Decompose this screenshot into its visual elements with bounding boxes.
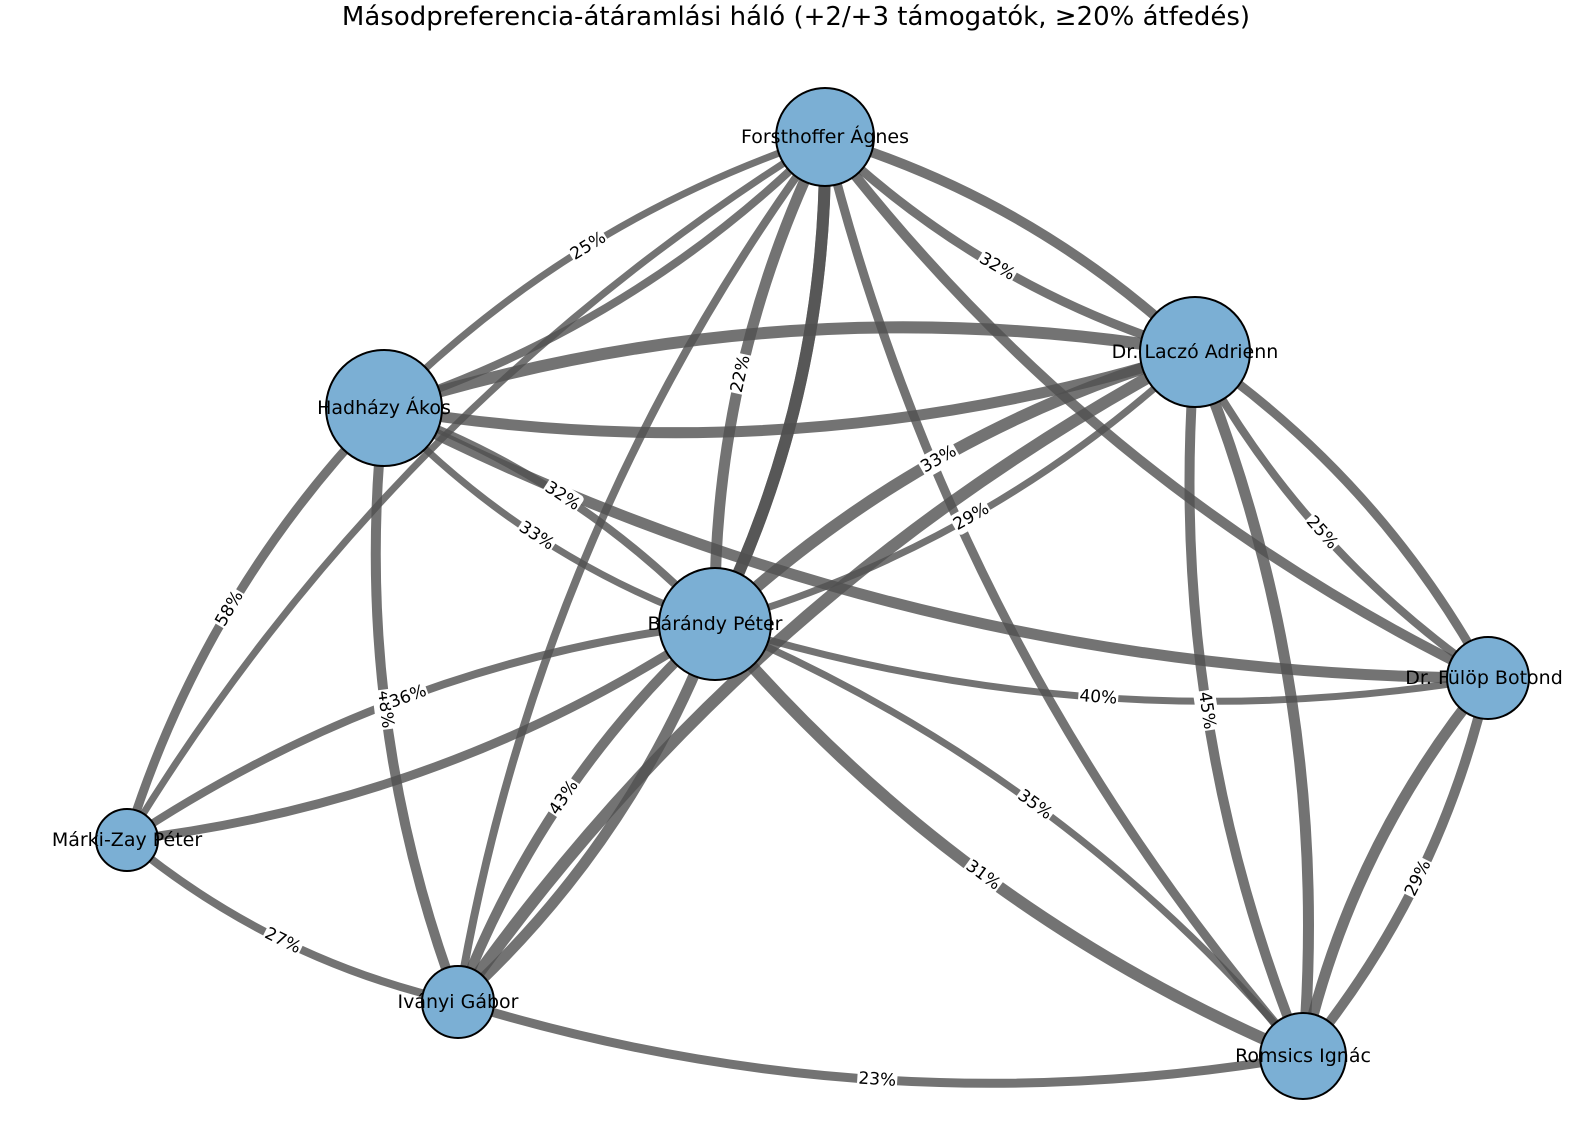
node-label-markizay: Márki-Zay Péter [52,829,203,851]
edge-forsthoffer-to-markizay [123,133,829,844]
edge-fulop-to-romsics [1297,672,1494,1062]
edge-barandy-to-hadhazy [380,404,719,628]
edge-label-laczo-to-romsics: 45% [1193,689,1221,732]
svg-text:22%: 22% [727,353,755,394]
node-fulop: Dr. Fülöp Botond [1405,636,1563,720]
edge-hadhazy-to-barandy [380,404,719,628]
edge-forsthoffer-to-romsics [820,132,1308,1061]
edge-laczo-to-fulop [1191,348,1492,682]
node-label-laczo: Dr. Laczó Adrienn [1112,341,1279,363]
node-ivanyi: Iványi Gábor [398,965,519,1039]
edge-label-markizay-to-ivanyi: 27% [261,923,305,959]
edge-forsthoffer-to-ivanyi [454,133,829,1006]
edge-ivanyi-to-barandy [452,618,721,1008]
node-label-fulop: Dr. Fülöp Botond [1405,667,1563,689]
edge-label-forsthoffer-to-barandy: 22% [726,352,756,396]
node-label-forsthoffer: Forsthoffer Ágnes [741,125,909,148]
edge-fulop-to-laczo [1190,347,1493,683]
svg-text:40%: 40% [1079,686,1118,709]
node-label-romsics: Romsics Ignác [1235,1045,1371,1067]
edge-forsthoffer-to-fulop [820,132,1493,683]
edge-label-ivanyi-to-romsics: 23% [856,1067,898,1092]
edge-hadhazy-to-fulop [378,402,1494,684]
diagram-title: Másodpreferencia-átáramlási háló (+2/+3 … [341,2,1251,32]
node-forsthoffer: Forsthoffer Ágnes [741,87,909,187]
edge-barandy-to-forsthoffer [709,131,832,630]
edge-laczo-to-ivanyi [452,346,1201,1008]
node-markizay: Márki-Zay Péter [52,808,203,872]
edge-markizay-to-barandy [122,619,720,845]
edge-layer [122,131,1494,1088]
edge-laczo-to-forsthoffer [820,132,1200,357]
node-label-hadhazy: Hadházy Ákos [317,396,451,419]
edge-label-barandy-to-markizay: 36% [386,680,430,713]
edge-label-barandy-to-fulop: 40% [1077,685,1119,710]
node-label-barandy: Bárándy Péter [648,613,783,635]
svg-text:23%: 23% [858,1069,897,1091]
node-romsics: Romsics Ignác [1235,1012,1371,1100]
node-laczo: Dr. Laczó Adrienn [1112,296,1279,408]
node-label-ivanyi: Iványi Gábor [398,991,519,1013]
edge-romsics-to-fulop [1298,673,1493,1061]
edge-markizay-to-ivanyi [123,836,462,1006]
node-hadhazy: Hadházy Ákos [317,349,451,467]
node-barandy: Bárándy Péter [648,567,783,681]
edge-laczo-to-hadhazy [378,321,1201,414]
